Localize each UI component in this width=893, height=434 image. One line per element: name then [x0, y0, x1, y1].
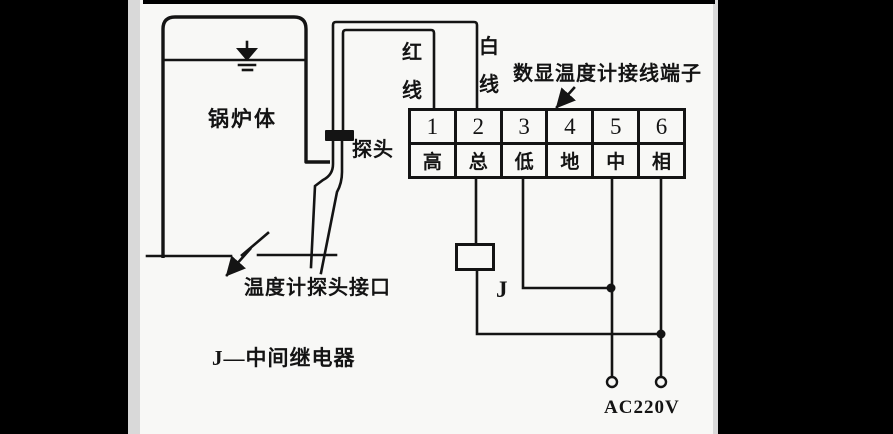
ac-terminal-circle-left	[605, 375, 619, 389]
terminal-number: 4	[548, 111, 592, 145]
terminal-number: 2	[456, 111, 500, 145]
red-wire-line	[341, 28, 436, 132]
relay-label: J	[496, 277, 508, 302]
wire-relay-to-terminal6	[475, 269, 663, 336]
terminal-number: 6	[640, 111, 683, 145]
terminal-label: 地	[560, 152, 580, 173]
probe-label: 探头	[352, 139, 394, 161]
terminal-label: 中	[606, 152, 626, 173]
terminal-block: 1 高 2 总 3 低 4 地 5 中 6 相	[408, 108, 686, 179]
junction-dot-relay-t6	[656, 329, 666, 339]
terminal-number: 5	[594, 111, 638, 145]
relay-box	[455, 243, 495, 271]
white-wire-line	[331, 20, 479, 132]
terminal-cell-4: 4 地	[545, 111, 592, 176]
terminal-cell-6: 6 相	[637, 111, 683, 176]
white-wire-label: 白线	[479, 36, 499, 96]
terminal-caption-label: 数显温度计接线端子	[513, 63, 702, 85]
power-label: AC220V	[604, 397, 680, 418]
probe-interface-arrow	[225, 231, 270, 277]
terminal-number: 3	[502, 111, 546, 145]
top-scan-rule	[143, 0, 715, 4]
boiler-outline	[161, 15, 330, 258]
boiler-label: 锅炉体	[208, 107, 277, 131]
probe-tube-right	[319, 139, 344, 275]
terminal-cell-2: 2 总	[453, 111, 500, 176]
terminal-label: 相	[652, 152, 672, 173]
wire-terminal3-to-terminal5	[521, 176, 612, 290]
terminal-cell-5: 5 中	[591, 111, 638, 176]
right-edge-strip	[713, 0, 718, 434]
left-edge-strip	[128, 0, 140, 434]
scan-paper-panel	[140, 0, 713, 434]
terminal-label: 低	[514, 152, 534, 173]
ac-terminal-circle-right	[654, 375, 668, 389]
terminal-cell-1: 1 高	[411, 111, 454, 176]
terminal-caption-arrow	[555, 86, 576, 109]
terminal-label: 总	[468, 152, 488, 173]
probe-interface-label: 温度计探头接口	[244, 277, 391, 299]
water-level-icon	[236, 40, 258, 72]
probe-tube-left	[309, 139, 335, 269]
terminal-label: 高	[422, 152, 442, 173]
terminal-cell-3: 3 低	[499, 111, 546, 176]
probe-fitting-icon	[325, 130, 354, 141]
junction-dot-t3-t5	[606, 283, 616, 293]
terminal-number: 1	[411, 111, 454, 145]
red-wire-label: 红线	[402, 42, 422, 102]
relay-note-label: J—中间继电器	[212, 346, 356, 370]
